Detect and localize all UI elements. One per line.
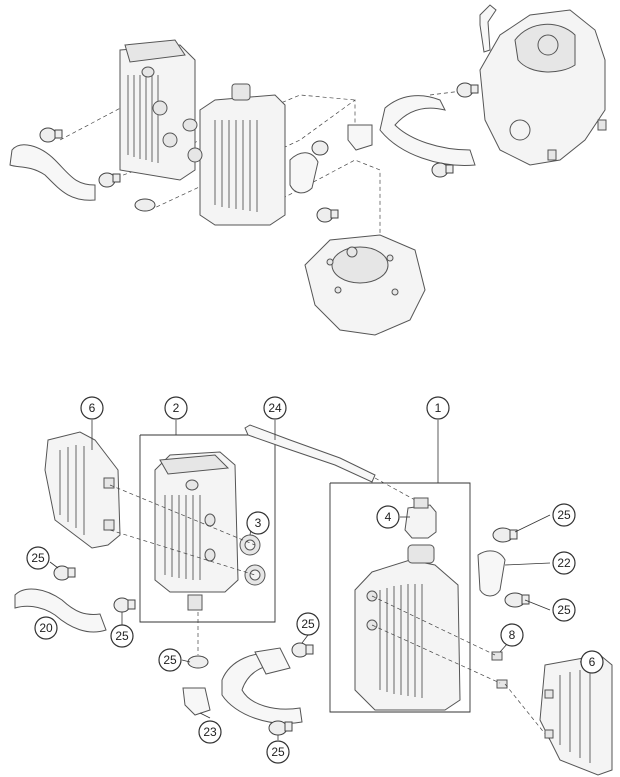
callout-24: 24 — [263, 396, 287, 420]
detailed-exploded-view: 6 2 24 1 3 4 25 22 25 8 6 — [14, 396, 613, 776]
callout-25-upper-right: 25 — [552, 503, 576, 527]
overview-clamp-4 — [456, 82, 479, 98]
svg-text:8: 8 — [509, 628, 516, 642]
overview-clamp-5 — [431, 162, 454, 178]
overview-upper-hose — [379, 95, 476, 166]
screw-upper — [491, 651, 503, 661]
screw-lower — [496, 679, 508, 689]
hose-clamp-center-right — [291, 642, 314, 658]
callout-25-center-left: 25 — [158, 648, 182, 672]
hose-clamp-center-bottom — [268, 720, 293, 736]
callout-6-right: 6 — [580, 650, 604, 674]
callout-1: 1 — [426, 396, 450, 420]
radiator-cap — [404, 497, 437, 539]
callout-8: 8 — [500, 623, 524, 647]
svg-text:25: 25 — [557, 508, 571, 522]
svg-text:25: 25 — [115, 629, 129, 643]
hose-clamp-left-upper — [53, 565, 76, 581]
left-alignment-lines — [109, 484, 256, 655]
overview-coolant-pipe — [479, 4, 497, 53]
svg-text:25: 25 — [557, 603, 571, 617]
overview-clamp-1 — [39, 127, 63, 143]
callout-25-left-lower: 25 — [110, 624, 134, 648]
overview-clamp-3 — [134, 198, 156, 212]
callout-25-lower-right: 25 — [552, 598, 576, 622]
svg-text:25: 25 — [163, 653, 177, 667]
overflow-hose — [244, 424, 376, 483]
radiator-hose-short — [477, 550, 506, 597]
svg-text:20: 20 — [39, 621, 53, 635]
radiator-hose-elbow — [182, 687, 211, 716]
svg-text:6: 6 — [589, 655, 596, 669]
callout-4: 4 — [376, 505, 400, 529]
radiator-left-group-box — [139, 434, 276, 623]
hose-clamp-left-lower — [113, 597, 136, 613]
right-radiator — [354, 544, 461, 711]
callout-20: 20 — [34, 616, 58, 640]
svg-text:25: 25 — [271, 745, 285, 759]
callout-3: 3 — [246, 511, 270, 535]
overview-clamp-6 — [311, 140, 329, 156]
overview-bent-hose — [347, 124, 373, 151]
svg-text:4: 4 — [385, 510, 392, 524]
overview-left-radiator — [119, 39, 196, 181]
right-alignment-lines — [371, 595, 551, 741]
hose-clamp-upper-right — [492, 527, 518, 543]
svg-text:22: 22 — [557, 556, 571, 570]
assembly-overview — [9, 4, 607, 336]
callout-25-left: 25 — [26, 546, 50, 570]
hose-clamp-center-top — [187, 655, 209, 669]
svg-text:25: 25 — [301, 617, 315, 631]
callout-leader-lines — [49, 420, 599, 740]
overview-right-radiator — [182, 83, 286, 226]
left-radiator — [154, 451, 239, 611]
svg-text:2: 2 — [173, 401, 180, 415]
radiator-right-group-box — [329, 482, 471, 713]
radiator-hose-connector — [254, 647, 291, 675]
svg-text:25: 25 — [31, 551, 45, 565]
callout-25-center-top: 25 — [296, 612, 320, 636]
grommet-lower — [244, 564, 266, 586]
callout-23: 23 — [198, 720, 222, 744]
callout-6-left: 6 — [80, 396, 104, 420]
callout-25-bottom: 25 — [266, 740, 290, 764]
callout-22: 22 — [552, 551, 576, 575]
callout-2: 2 — [164, 396, 188, 420]
svg-text:1: 1 — [435, 401, 442, 415]
right-radiator-shroud — [539, 654, 613, 776]
overview-lower-hose — [9, 144, 96, 201]
grommet-upper — [239, 534, 261, 556]
hose-clamp-lower-right — [504, 592, 530, 608]
svg-text:24: 24 — [268, 401, 282, 415]
radiator-hose-lower — [14, 588, 107, 633]
svg-text:23: 23 — [203, 725, 217, 739]
overview-cylinder-head — [304, 234, 426, 336]
svg-text:3: 3 — [255, 516, 262, 530]
overview-clamp-2 — [98, 172, 121, 188]
left-radiator-shroud — [44, 431, 121, 549]
overview-short-hose — [289, 152, 319, 194]
overview-clutch-cover — [479, 9, 607, 166]
svg-text:6: 6 — [89, 401, 96, 415]
overview-clamp-7 — [316, 207, 339, 223]
